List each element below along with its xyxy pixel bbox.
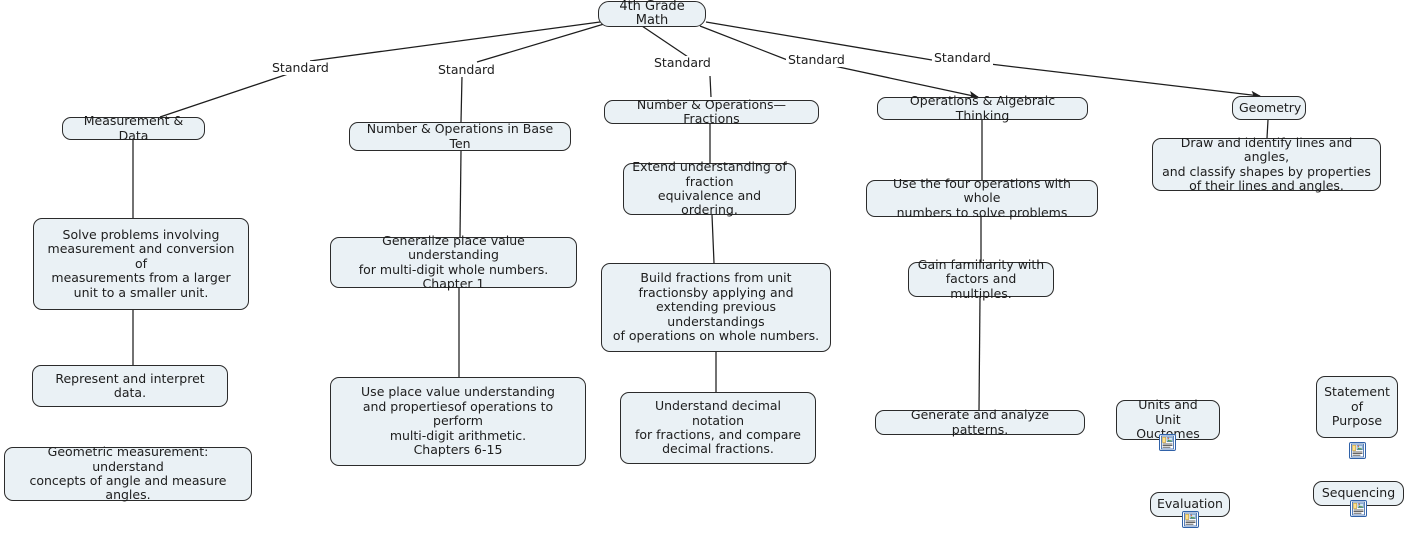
node-label: Understand decimal notation for fraction… (635, 398, 801, 457)
link-root-to-operations-algebraic-a (699, 25, 791, 62)
node-generalize-place-value[interactable]: Generalize place value understanding for… (330, 233, 577, 291)
resource-document-icon[interactable] (1182, 511, 1199, 528)
node-label: Evaluation (1157, 496, 1223, 512)
link-root-to-fractions-b (709, 75, 712, 98)
resource-document-icon[interactable] (1349, 442, 1366, 459)
link-label-standard-5[interactable]: Standard (932, 50, 993, 65)
node-label: Gain familiarity with factors and multip… (917, 256, 1045, 301)
node-label: Statement of Purpose (1324, 384, 1390, 429)
node-geometric-measurement-angles[interactable]: Geometric measurement: understand concep… (4, 444, 252, 503)
node-generate-and-analyze-patterns[interactable]: Generate and analyze patterns. (875, 407, 1085, 437)
node-number-and-operations-in-base-ten[interactable]: Number & Operations in Base Ten (349, 121, 571, 151)
node-understand-decimal-notation[interactable]: Understand decimal notation for fraction… (620, 392, 816, 464)
link-root-to-geometry (989, 63, 1261, 100)
node-extend-understanding-fraction-equivalence[interactable]: Extend understanding of fraction equival… (623, 159, 796, 218)
node-build-fractions-from-unit-fractions[interactable]: Build fractions from unit fractionsby ap… (601, 263, 831, 352)
node-label: Build fractions from unit fractionsby ap… (612, 270, 820, 344)
node-label: Use the four operations with whole numbe… (893, 175, 1071, 220)
node-statement-of-purpose[interactable]: Statement of Purpose (1316, 376, 1398, 438)
node-gain-familiarity-factors-multiples[interactable]: Gain familiarity with factors and multip… (908, 257, 1054, 300)
link-root-to-measurement-and-data (309, 21, 601, 62)
node-label: Number & Operations in Base Ten (366, 121, 554, 151)
node-label: Geometry (1239, 99, 1302, 115)
link-baseten-to-child-1 (459, 150, 462, 238)
node-represent-and-interpret-data[interactable]: Represent and interpret data. (32, 365, 228, 407)
link-root-to-measurement-and-data-b (159, 73, 289, 118)
node-label: Generalize place value understanding for… (358, 232, 549, 291)
node-use-place-value-multi-digit-arithmetic[interactable]: Use place value understanding and proper… (330, 377, 586, 466)
node-label: Solve problems involving measurement and… (47, 226, 235, 300)
node-label: Sequencing (1321, 485, 1396, 501)
node-measurement-and-data[interactable]: Measurement & Data (62, 113, 205, 143)
node-label: Geometric measurement: understand concep… (29, 444, 227, 503)
node-geometry[interactable]: Geometry (1232, 96, 1306, 120)
link-root-to-base-ten (476, 23, 605, 63)
node-label: Represent and interpret data. (55, 370, 205, 400)
node-number-and-operations-fractions[interactable]: Number & Operations—Fractions (604, 96, 819, 126)
node-label: Use place value understanding and proper… (361, 384, 555, 458)
link-label-standard-4[interactable]: Standard (786, 52, 847, 67)
node-root-4th-grade-math[interactable]: 4th Grade Math (598, 0, 706, 28)
link-operations-to-child-3 (978, 296, 981, 411)
node-use-four-operations-whole-numbers[interactable]: Use the four operations with whole numbe… (866, 175, 1098, 220)
resource-document-icon[interactable] (1350, 500, 1367, 517)
node-operations-and-algebraic-thinking[interactable]: Operations & Algebraic Thinking (877, 93, 1088, 123)
node-label: Extend understanding of fraction equival… (632, 159, 787, 218)
link-label-standard-3[interactable]: Standard (652, 55, 713, 70)
node-label: Draw and identify lines and angles, and … (1162, 134, 1371, 193)
node-label: Measurement & Data (83, 113, 184, 143)
resource-document-icon[interactable] (1159, 434, 1176, 451)
node-units-and-unit-outcomes[interactable]: Units and Unit Ouctomes (1116, 397, 1220, 442)
node-solve-problems-measurement-conversion[interactable]: Solve problems involving measurement and… (33, 218, 249, 310)
link-root-to-base-ten-b (460, 75, 463, 123)
node-label: Generate and analyze patterns. (910, 407, 1050, 437)
node-label: 4th Grade Math (619, 0, 685, 28)
link-label-standard-2[interactable]: Standard (436, 62, 497, 77)
node-draw-and-identify-lines-and-angles[interactable]: Draw and identify lines and angles, and … (1152, 134, 1381, 193)
link-label-standard-1[interactable]: Standard (270, 60, 331, 75)
node-label: Number & Operations—Fractions (636, 96, 787, 126)
link-fractions-to-child-2 (711, 214, 715, 264)
node-label: Units and Unit Ouctomes (1136, 397, 1200, 442)
node-label: Operations & Algebraic Thinking (909, 93, 1056, 123)
